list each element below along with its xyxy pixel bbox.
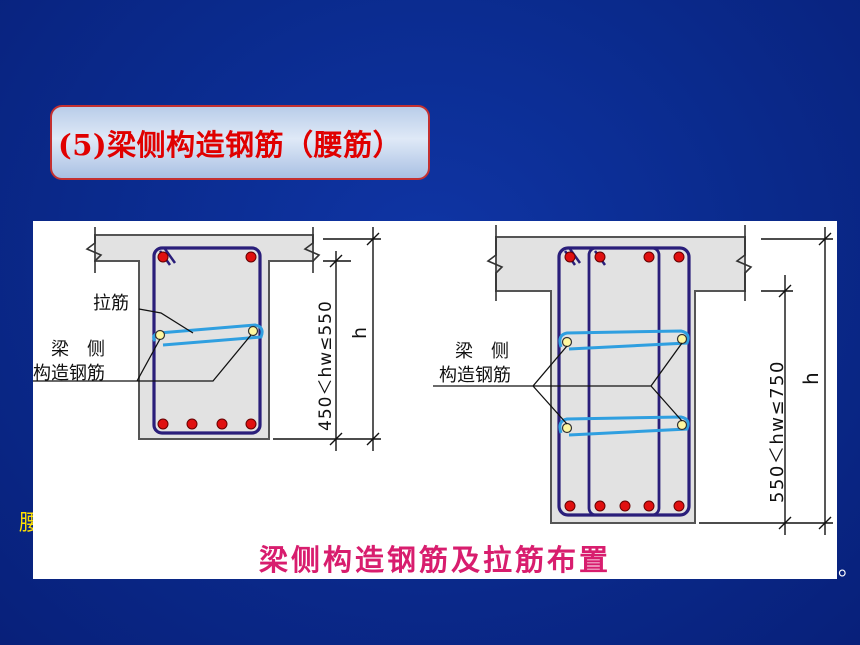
left-concrete-section [94,234,314,440]
left-top-bar [245,251,257,263]
left-label-side-line2: 构造钢筋 [33,363,105,384]
title-box: (5)梁侧构造钢筋（腰筋） [50,105,430,180]
figure-panel: 拉筋 梁 侧 构造钢筋 450＜hw≤550 h [33,221,837,579]
left-bottom-bar [245,418,257,430]
right-bottom-bar [594,500,606,512]
right-side-bar [676,419,688,431]
left-dim-h-label: h [349,327,371,339]
right-dim-h-label: h [799,372,823,385]
left-diagram: 拉筋 梁 侧 构造钢筋 450＜hw≤550 h [33,227,381,451]
right-tie-bar-upper [558,329,690,351]
left-bottom-bar [216,418,228,430]
right-side-bar [561,336,573,348]
left-label-side-line1: 梁 侧 [51,339,105,360]
right-top-bar [643,251,655,263]
left-dimensions [273,227,381,451]
right-side-bar [561,422,573,434]
right-top-bar [594,251,606,263]
stray-text-left: 腰 [19,511,33,536]
slide-title: (5)梁侧构造钢筋（腰筋） [58,127,403,162]
right-top-bar [564,251,576,263]
right-label-side-line2: 构造钢筋 [439,365,511,386]
right-concrete-section [495,236,746,524]
right-bottom-bar [643,500,655,512]
left-tie-bar [152,323,264,347]
right-bottom-bar [564,500,576,512]
left-label-tie: 拉筋 [93,293,129,314]
right-bottom-bar [619,500,631,512]
left-bottom-bar [186,418,198,430]
right-diagram: 梁 侧 构造钢筋 550＜hw≤750 h [433,225,833,535]
beam-section-diagrams: 拉筋 梁 侧 构造钢筋 450＜hw≤550 h [33,225,833,577]
left-leader-side [33,334,252,382]
right-break-mark-right [735,225,753,301]
right-side-bar [676,333,688,345]
left-top-bar [157,251,169,263]
right-stirrup-inner [587,246,661,517]
left-break-mark-right [303,227,321,273]
right-top-bar [673,251,685,263]
left-leader-tie [138,308,194,334]
stray-text-right: 。 [838,556,860,581]
right-bottom-bar [673,500,685,512]
right-leader-side [433,342,683,425]
right-tie-bar-lower [558,415,690,437]
left-side-bar [154,329,166,341]
right-dim-web-label: 550＜hw≤750 [767,360,788,503]
right-label-side-line1: 梁 侧 [455,341,509,362]
figure-caption: 梁侧构造钢筋及拉筋布置 [259,543,611,577]
right-dimensions [699,227,833,535]
right-break-mark-left [486,225,504,301]
left-bottom-bar [157,418,169,430]
left-break-mark-left [85,227,103,273]
left-side-bar [247,325,259,337]
left-dim-web-label: 450＜hw≤550 [316,300,336,431]
